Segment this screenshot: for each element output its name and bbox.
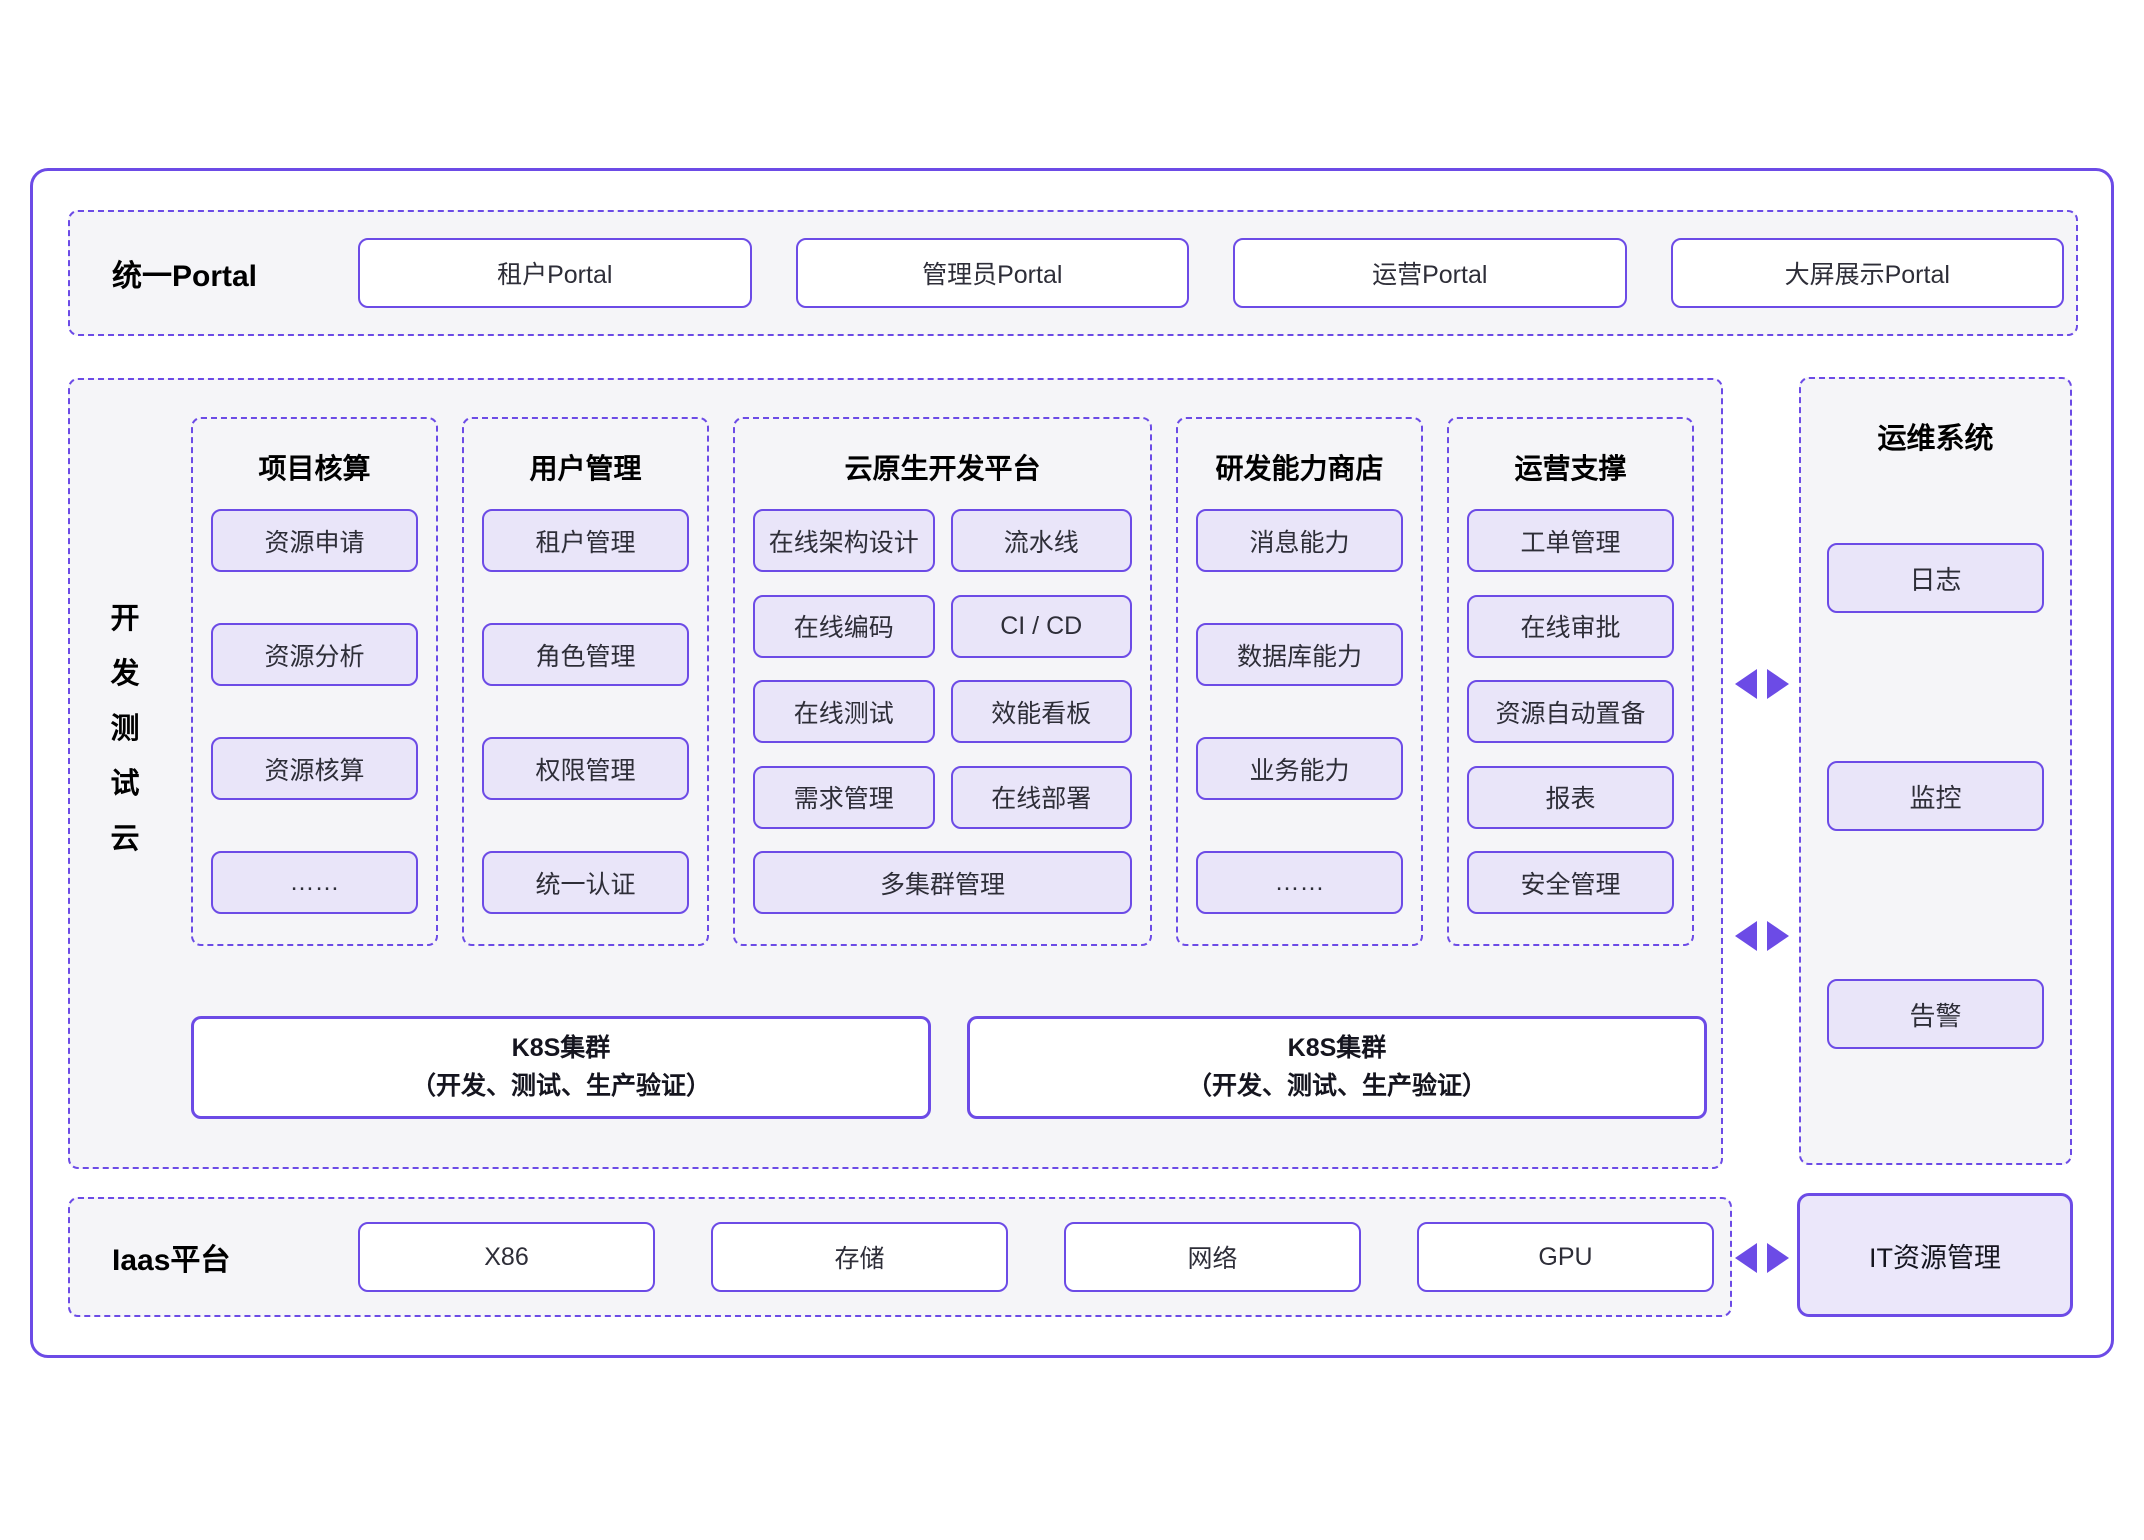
dev-cloud-section: 开发测试云 项目核算 资源申请 资源分析 资源核算 …… 用户管理 租户管理 角… bbox=[68, 378, 1723, 1169]
k8s-cluster-row: K8S集群 （开发、测试、生产验证） K8S集群 （开发、测试、生产验证） bbox=[191, 1016, 1707, 1119]
column-operation-support: 运营支撑 工单管理 在线审批 资源自动置备 报表 安全管理 bbox=[1446, 417, 1694, 946]
bidirectional-arrow-icon bbox=[1735, 921, 1789, 951]
column-rd-capability-store: 研发能力商店 消息能力 数据库能力 业务能力 …… bbox=[1175, 417, 1423, 946]
capability-columns: 项目核算 资源申请 资源分析 资源核算 …… 用户管理 租户管理 角色管理 权限… bbox=[191, 417, 1694, 946]
chip-reports: 报表 bbox=[1466, 765, 1674, 829]
ops-system-panel: 运维系统 日志 监控 告警 bbox=[1799, 377, 2072, 1165]
it-resource-management-box: IT资源管理 bbox=[1797, 1193, 2073, 1317]
column-project-accounting: 项目核算 资源申请 资源分析 资源核算 …… bbox=[191, 417, 439, 946]
chip-permission-management: 权限管理 bbox=[482, 737, 690, 800]
chip-auto-provisioning: 资源自动置备 bbox=[1466, 680, 1674, 743]
left-triangle-icon bbox=[1735, 669, 1757, 699]
chip-requirement-management: 需求管理 bbox=[753, 765, 935, 829]
column-title: 云原生开发平台 bbox=[844, 453, 1041, 484]
chip-monitoring: 监控 bbox=[1827, 761, 2044, 831]
k8s-cluster-box-1: K8S集群 （开发、测试、生产验证） bbox=[191, 1016, 931, 1119]
chip-tenant-management: 租户管理 bbox=[482, 509, 690, 572]
k8s-title: K8S集群 bbox=[511, 1034, 611, 1062]
portal-box-list: 租户Portal 管理员Portal 运营Portal 大屏展示Portal bbox=[358, 238, 2064, 308]
iaas-box-storage: 存储 bbox=[711, 1222, 1008, 1292]
bidirectional-arrow-icon bbox=[1735, 669, 1789, 699]
chip-online-testing: 在线测试 bbox=[753, 680, 935, 743]
chip-role-management: 角色管理 bbox=[482, 623, 690, 686]
column-cloud-native-platform: 云原生开发平台 在线架构设计 流水线 在线编码 CI / CD 在线测试 效能看… bbox=[733, 417, 1152, 946]
column-title: 用户管理 bbox=[529, 453, 642, 484]
right-triangle-icon bbox=[1767, 1243, 1789, 1273]
left-triangle-icon bbox=[1735, 1243, 1757, 1273]
chip-resource-request: 资源申请 bbox=[211, 509, 419, 572]
chip-pipeline: 流水线 bbox=[950, 509, 1132, 572]
chip-business-capability: 业务能力 bbox=[1195, 737, 1403, 800]
column-user-management: 用户管理 租户管理 角色管理 权限管理 统一认证 bbox=[462, 417, 710, 946]
dev-cloud-label: 开发测试云 bbox=[110, 603, 140, 856]
iaas-box-x86: X86 bbox=[358, 1222, 655, 1292]
portal-box-bigscreen: 大屏展示Portal bbox=[1670, 238, 2064, 308]
chip-online-coding: 在线编码 bbox=[753, 594, 935, 658]
portal-box-admin: 管理员Portal bbox=[795, 238, 1189, 308]
chip-online-deployment: 在线部署 bbox=[950, 765, 1132, 829]
chip-multi-cluster-management: 多集群管理 bbox=[753, 851, 1132, 914]
k8s-cluster-box-2: K8S集群 （开发、测试、生产验证） bbox=[967, 1016, 1707, 1119]
chip-ellipsis: …… bbox=[211, 851, 419, 914]
column-title: 项目核算 bbox=[258, 453, 371, 484]
chip-resource-analysis: 资源分析 bbox=[211, 623, 419, 686]
chip-ci-cd: CI / CD bbox=[950, 594, 1132, 658]
bidirectional-arrow-icon bbox=[1735, 1243, 1789, 1273]
chip-alerting: 告警 bbox=[1827, 979, 2044, 1049]
chip-ticket-management: 工单管理 bbox=[1466, 509, 1674, 572]
chip-online-approval: 在线审批 bbox=[1466, 594, 1674, 658]
chip-message-capability: 消息能力 bbox=[1195, 509, 1403, 572]
left-triangle-icon bbox=[1735, 921, 1757, 951]
iaas-box-network: 网络 bbox=[1064, 1222, 1361, 1292]
iaas-section-label: Iaas平台 bbox=[112, 1244, 231, 1277]
ops-system-title: 运维系统 bbox=[1877, 423, 1994, 455]
iaas-box-gpu: GPU bbox=[1417, 1222, 1714, 1292]
chip-ellipsis: …… bbox=[1195, 851, 1403, 914]
chip-unified-auth: 统一认证 bbox=[482, 851, 690, 914]
portal-section-label: 统一Portal bbox=[112, 260, 258, 293]
column-title: 运营支撑 bbox=[1514, 453, 1627, 484]
right-triangle-icon bbox=[1767, 669, 1789, 699]
chip-online-arch-design: 在线架构设计 bbox=[753, 509, 935, 572]
k8s-subtitle: （开发、测试、生产验证） bbox=[1186, 1071, 1487, 1100]
chip-security-management: 安全管理 bbox=[1466, 851, 1674, 914]
chip-database-capability: 数据库能力 bbox=[1195, 623, 1403, 686]
chip-logs: 日志 bbox=[1827, 543, 2044, 613]
portal-box-operation: 运营Portal bbox=[1233, 238, 1627, 308]
right-triangle-icon bbox=[1767, 921, 1789, 951]
portal-box-tenant: 租户Portal bbox=[358, 238, 752, 308]
iaas-box-list: X86 存储 网络 GPU bbox=[358, 1222, 1714, 1292]
chip-efficiency-dashboard: 效能看板 bbox=[950, 680, 1132, 743]
iaas-section: Iaas平台 X86 存储 网络 GPU bbox=[68, 1197, 1732, 1317]
chip-resource-accounting: 资源核算 bbox=[211, 737, 419, 800]
portal-section: 统一Portal 租户Portal 管理员Portal 运营Portal 大屏展… bbox=[68, 210, 2078, 336]
k8s-title: K8S集群 bbox=[1287, 1034, 1387, 1062]
column-title: 研发能力商店 bbox=[1215, 453, 1384, 484]
k8s-subtitle: （开发、测试、生产验证） bbox=[410, 1071, 711, 1100]
